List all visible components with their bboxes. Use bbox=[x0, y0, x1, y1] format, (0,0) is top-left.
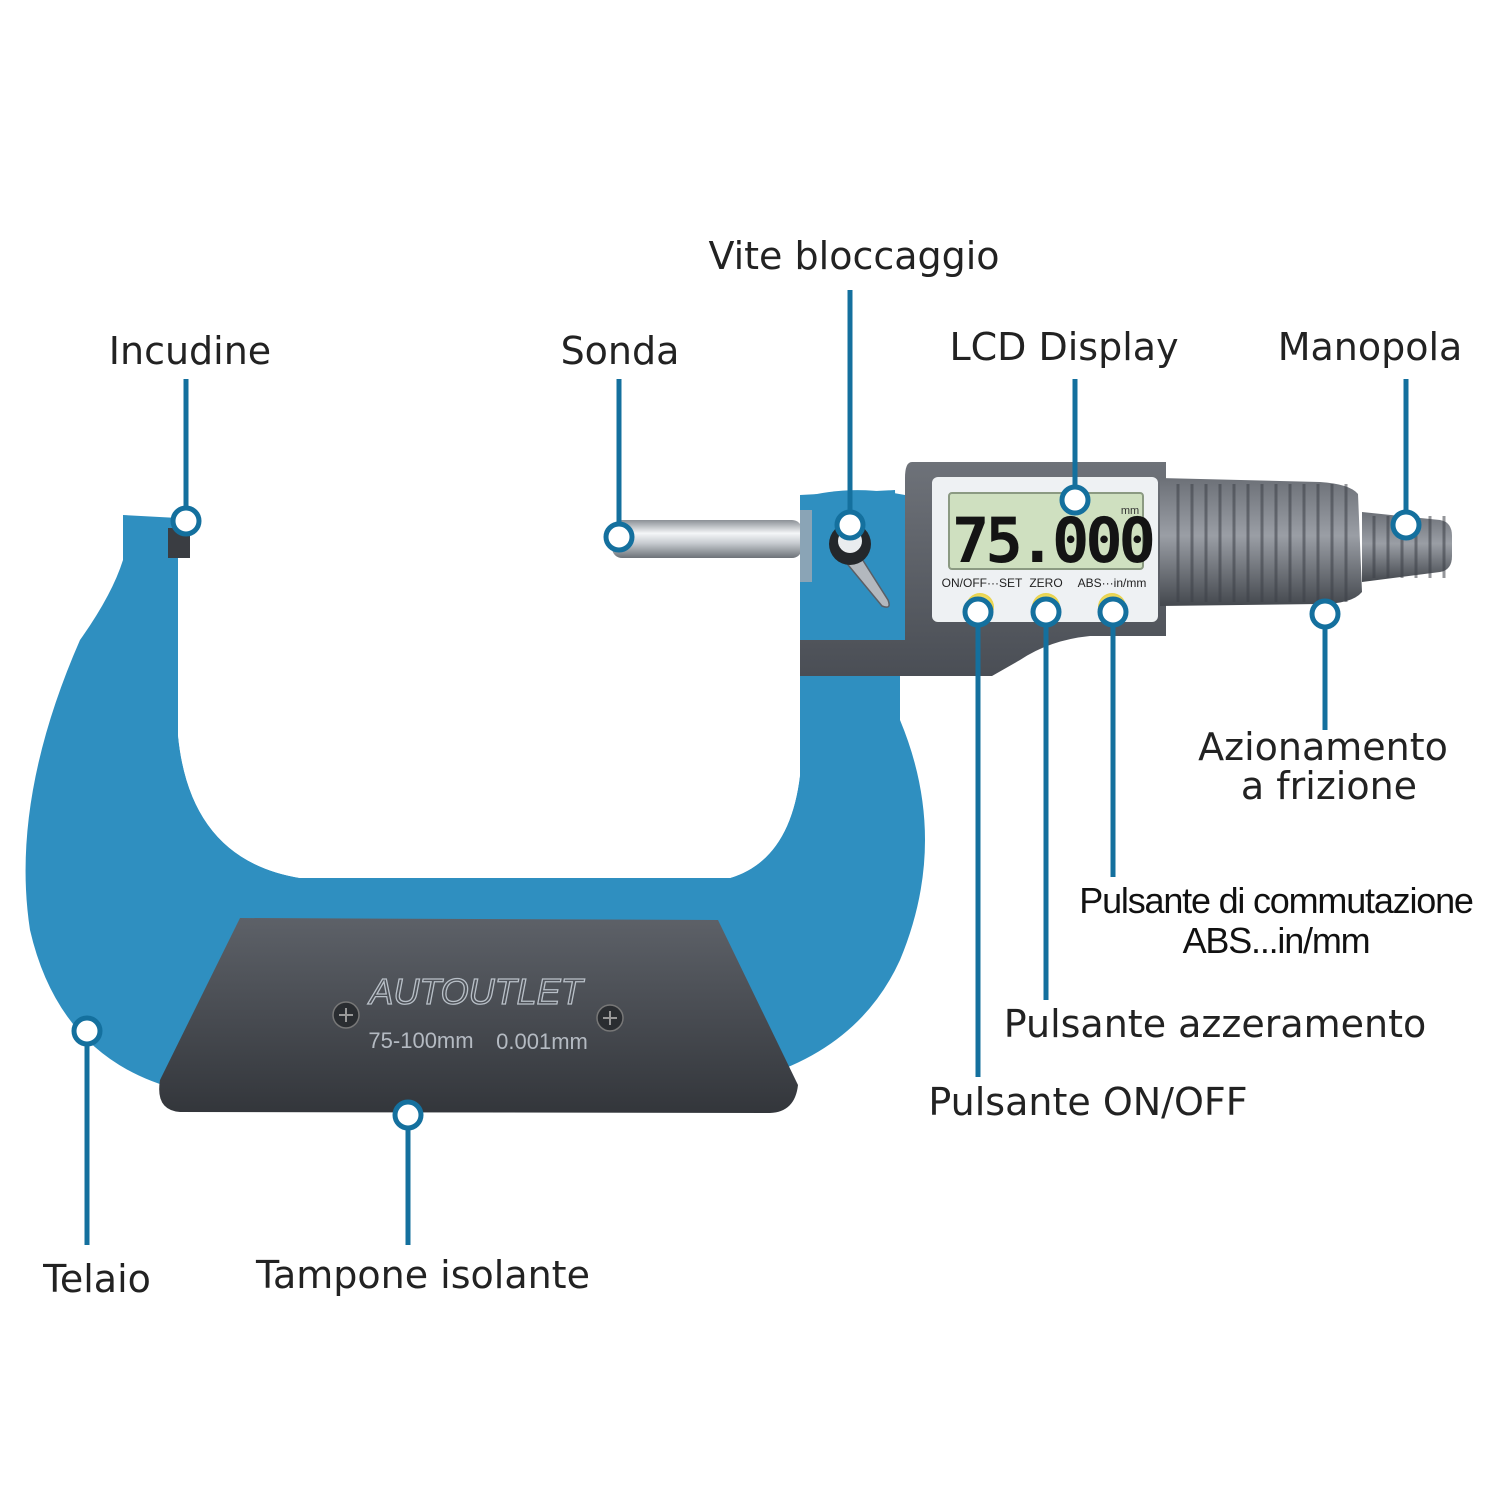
label-onoff: Pulsante ON/OFF bbox=[928, 1080, 1247, 1124]
callout-dot-lcd bbox=[1059, 484, 1091, 516]
pad-screw-right bbox=[596, 1004, 624, 1032]
callout-dot-abs bbox=[1097, 596, 1129, 628]
callout-dot-friction bbox=[1309, 598, 1341, 630]
callout-dot-pad bbox=[392, 1099, 424, 1131]
insulating-pad bbox=[159, 918, 798, 1113]
frame-throat bbox=[178, 540, 800, 878]
pad-range: 75-100mm bbox=[368, 1028, 473, 1053]
label-spindle: Sonda bbox=[561, 329, 680, 373]
pad-resolution: 0.001mm bbox=[496, 1029, 588, 1054]
label-friction-2: a frizione bbox=[1241, 764, 1417, 808]
label-anvil: Incudine bbox=[109, 329, 271, 373]
label-lock-screw: Vite bloccaggio bbox=[708, 234, 999, 278]
lcd-unit: mm bbox=[1121, 505, 1139, 517]
label-pad: Tampone isolante bbox=[255, 1253, 590, 1297]
label-friction-1: Azionamento bbox=[1198, 725, 1448, 769]
lcd-reading: 75.000 bbox=[952, 504, 1153, 577]
label-frame: Telaio bbox=[42, 1257, 151, 1301]
label-lcd: LCD Display bbox=[949, 325, 1178, 369]
pad-brand: AUTOUTLET bbox=[367, 971, 585, 1012]
button-label-onoff: ON/OFF···SET bbox=[942, 576, 1023, 590]
label-knob: Manopola bbox=[1278, 325, 1463, 369]
thimble-knurling bbox=[1172, 484, 1354, 602]
callout-dot-zero bbox=[1030, 596, 1062, 628]
label-abs-2: ABS...in/mm bbox=[1183, 920, 1370, 961]
spindle-rod bbox=[612, 520, 802, 558]
callout-dot-spindle bbox=[603, 521, 635, 553]
callout-dot-lock-screw bbox=[834, 509, 866, 541]
callout-dot-onoff bbox=[962, 596, 994, 628]
callout-dot-anvil bbox=[170, 505, 202, 537]
callout-dot-knob bbox=[1390, 509, 1422, 541]
button-label-zero: ZERO bbox=[1029, 576, 1062, 590]
label-abs-1: Pulsante di commutazione bbox=[1079, 880, 1473, 921]
callout-dot-frame bbox=[71, 1015, 103, 1047]
button-label-abs: ABS···in/mm bbox=[1078, 576, 1147, 590]
label-zero: Pulsante azzeramento bbox=[1004, 1002, 1427, 1046]
lcd-screen bbox=[948, 492, 1144, 570]
sleeve-collar bbox=[800, 510, 812, 582]
pad-screw-left bbox=[332, 1001, 360, 1029]
